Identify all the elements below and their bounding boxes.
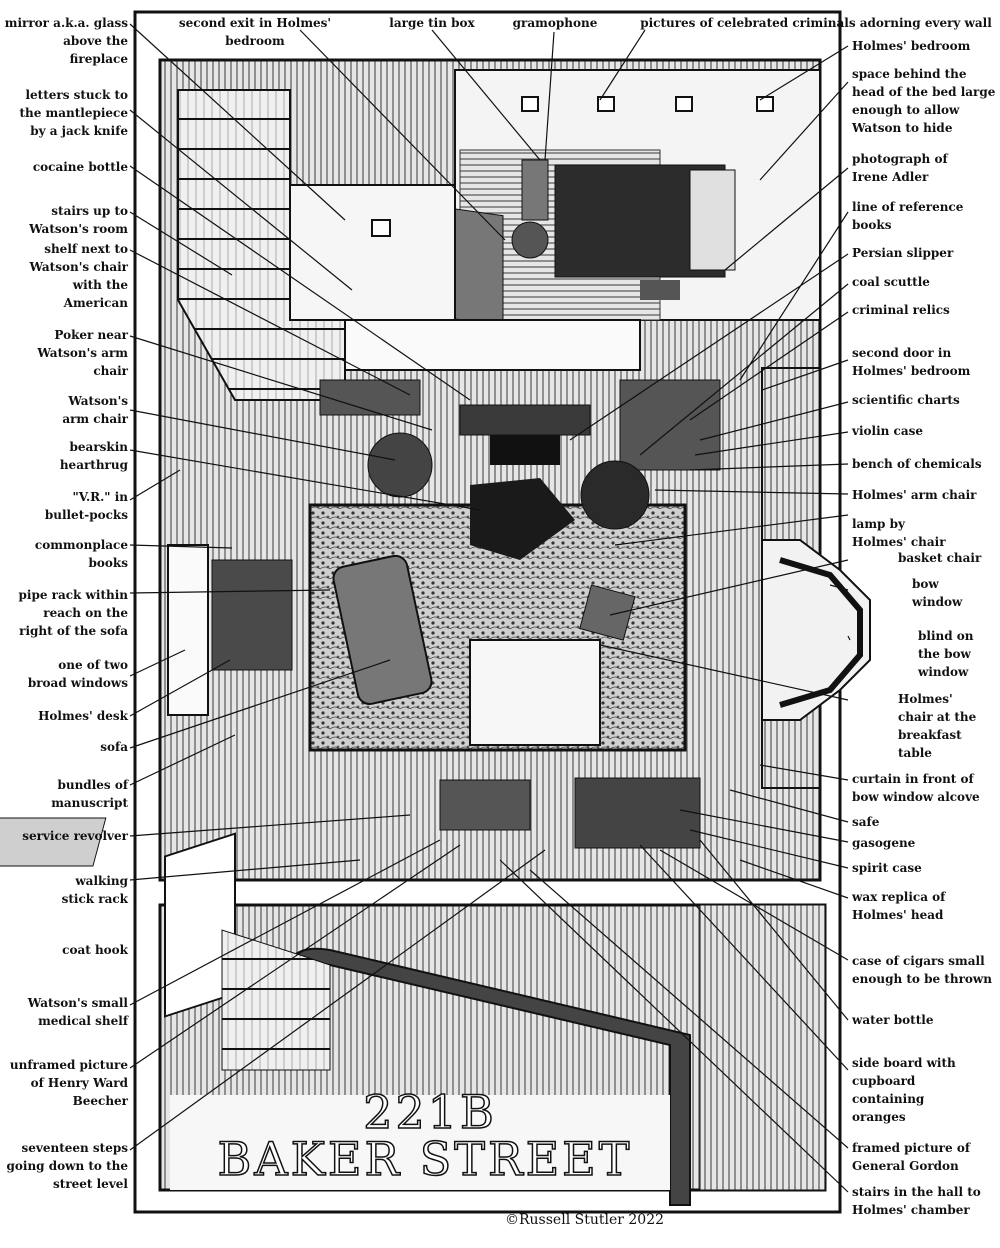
label-sofa: sofa: [100, 740, 128, 754]
label-space-behind-bed: space behind the head of the bed large e…: [852, 67, 996, 135]
label-curtain: curtain in front of bow window alcove: [852, 772, 980, 804]
label-violin-case: violin case: [852, 424, 924, 438]
label-letters: letters stuck to the mantlepiece by a ja…: [19, 88, 128, 138]
label-beecher: unframed picture of Henry Ward Beecher: [9, 1058, 128, 1108]
label-holmes-desk: Holmes' desk: [38, 709, 128, 723]
bearskin: [470, 478, 575, 560]
label-safe: safe: [852, 815, 880, 829]
label-poker: Poker near Watson's arm chair: [37, 328, 128, 378]
title-street: BAKER STREET: [217, 1131, 633, 1187]
label-sideboard: side board with cupboard containing oran…: [852, 1056, 956, 1124]
label-bearskin: bearskin hearthrug: [59, 440, 128, 472]
label-lamp: lamp by Holmes' chair: [852, 517, 946, 549]
label-breakfast-chair: Holmes' chair at the breakfast table: [898, 692, 977, 760]
label-coat-hook: coat hook: [62, 943, 128, 957]
label-irene-adler: photograph of Irene Adler: [852, 152, 948, 184]
label-general-gordon: framed picture of General Gordon: [852, 1141, 970, 1173]
label-wax-replica: wax replica of Holmes' head: [852, 890, 946, 922]
label-gasogene: gasogene: [852, 836, 916, 850]
label-manuscript: bundles of manuscript: [51, 778, 128, 810]
label-stairs-hall: stairs in the hall to Holmes' chamber: [852, 1185, 981, 1217]
label-broad-windows: one of two broad windows: [27, 658, 128, 690]
label-water-bottle: water bottle: [852, 1013, 934, 1027]
copyright-credit: ©Russell Stutler 2022: [505, 1212, 665, 1228]
label-walking-stick: walking stick rack: [61, 874, 128, 906]
label-reference-books: line of reference books: [852, 200, 964, 232]
label-tin-box: large tin box: [389, 16, 475, 30]
label-gramophone: gramophone: [512, 16, 598, 30]
watson-chair: [367, 432, 433, 498]
label-chemicals: bench of chemicals: [852, 457, 982, 471]
label-holmes-armchair: Holmes' arm chair: [852, 488, 977, 502]
label-shelf-american: shelf next to Watson's chair with the Am…: [29, 242, 128, 310]
label-cigars: case of cigars small enough to be thrown: [852, 954, 992, 986]
label-second-door: second door in Holmes' bedroom: [852, 346, 971, 378]
gramophone-drawing: [511, 221, 549, 259]
label-blind: blind on the bow window: [918, 629, 974, 679]
leader-lines: [129, 23, 851, 1193]
label-commonplace-books: commonplace books: [34, 538, 128, 570]
label-scientific-charts: scientific charts: [852, 393, 960, 407]
label-basket-chair: basket chair: [898, 551, 982, 565]
label-spirit-case: spirit case: [852, 861, 922, 875]
label-watson-chair: Watson's arm chair: [62, 394, 128, 426]
label-persian-slipper: Persian slipper: [852, 246, 954, 260]
label-stairs-watson: stairs up to Watson's room: [29, 204, 128, 236]
label-second-exit: second exit in Holmes' bedroom: [178, 16, 332, 48]
label-medical-shelf: Watson's small medical shelf: [27, 996, 128, 1028]
label-vr-bullets: "V.R." in bullet-pocks: [44, 490, 128, 522]
label-mirror: mirror a.k.a. glass above the fireplace: [4, 16, 128, 66]
holmes-chair: [580, 460, 650, 530]
label-coal-scuttle: coal scuttle: [852, 275, 930, 289]
label-pipe-rack: pipe rack within reach on the right of t…: [18, 588, 129, 638]
label-criminal-relics: criminal relics: [852, 303, 950, 317]
label-revolver: service revolver: [22, 829, 128, 843]
label-seventeen-steps: seventeen steps going down to the street…: [6, 1141, 129, 1191]
title-number: 221B: [362, 1084, 497, 1140]
label-holmes-bedroom: Holmes' bedroom: [852, 39, 971, 53]
breakfast-table: [469, 639, 601, 746]
left-window: [167, 544, 209, 716]
sofa-drawing: [332, 554, 433, 705]
label-pictures-criminals: pictures of celebrated criminals adornin…: [640, 16, 992, 30]
label-bow-window: bow window: [912, 577, 963, 609]
label-cocaine: cocaine bottle: [32, 160, 128, 174]
